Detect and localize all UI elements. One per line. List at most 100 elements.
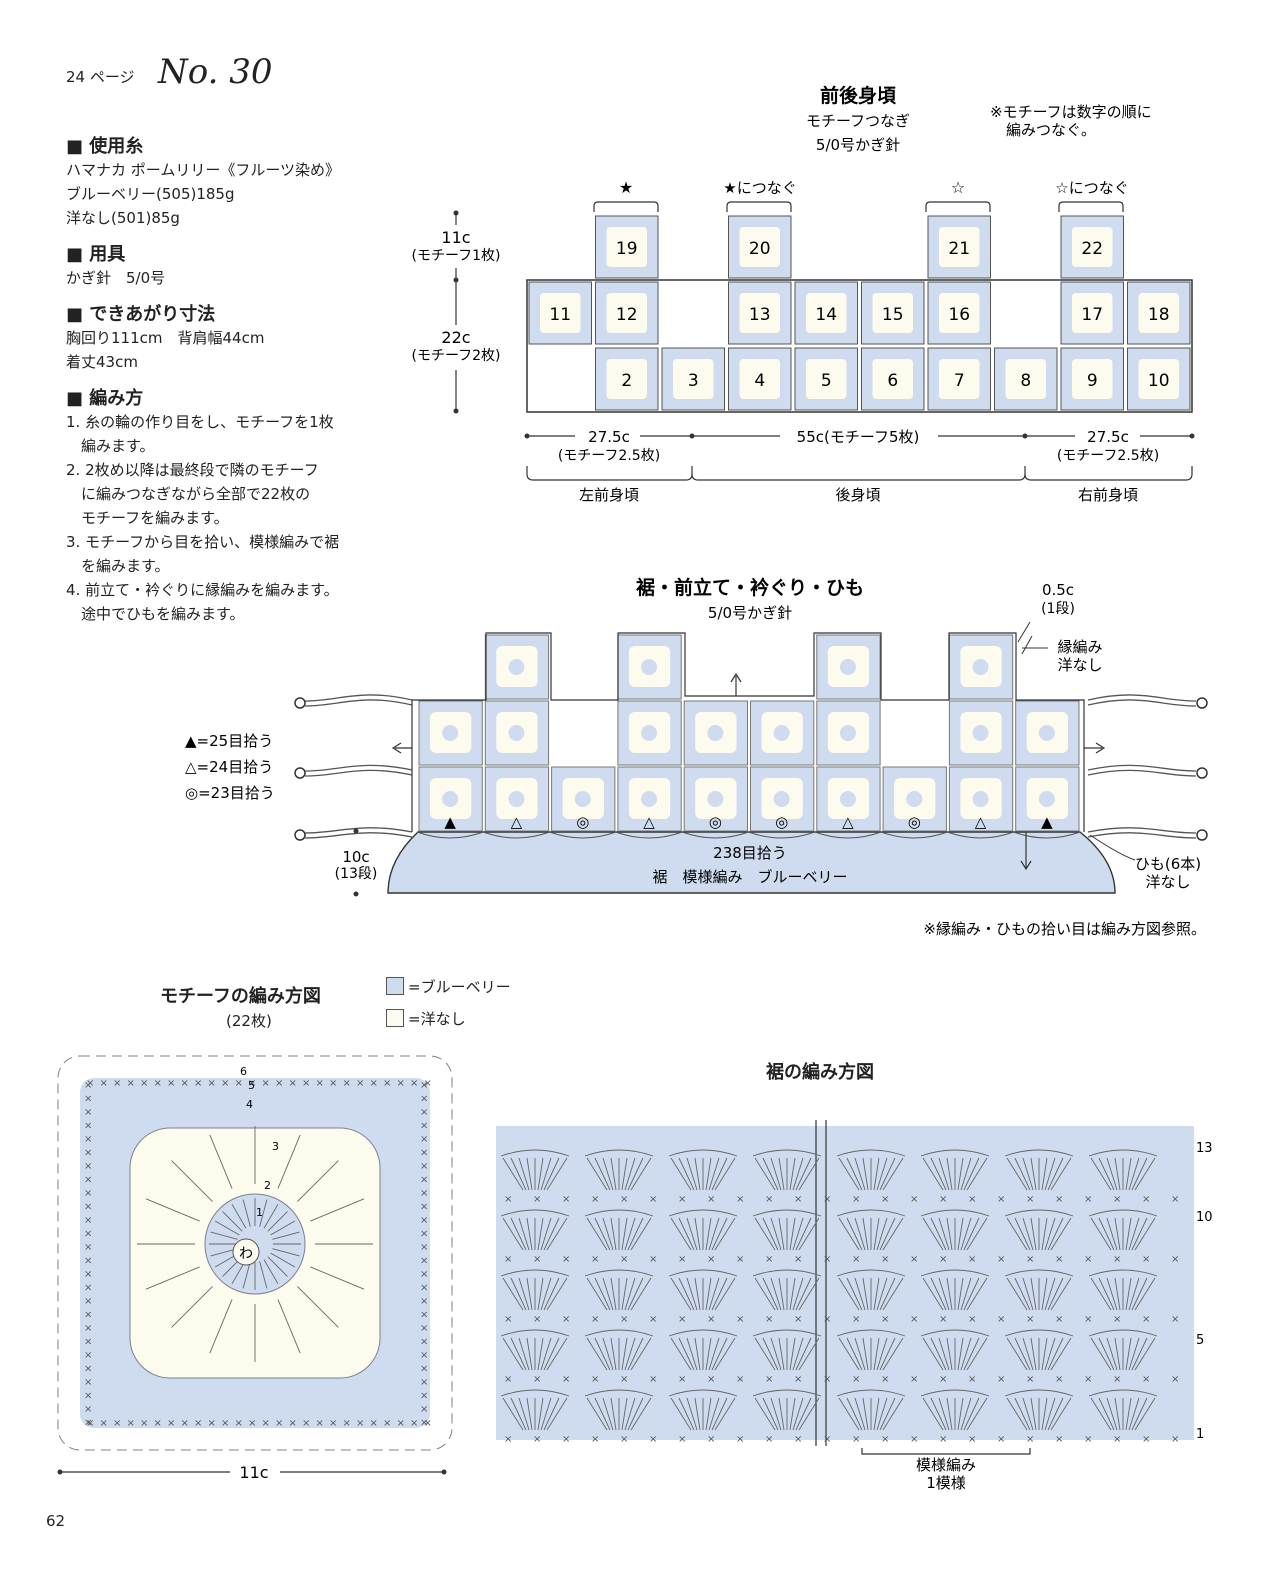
svg-text:×: × xyxy=(794,1314,802,1325)
hem-chart-title: 裾の編み方図 xyxy=(766,1062,874,1083)
svg-text:×: × xyxy=(420,1094,428,1105)
svg-text:×: × xyxy=(84,1377,92,1388)
svg-text:×: × xyxy=(221,1078,229,1089)
motif-number: 4 xyxy=(754,371,765,391)
svg-text:×: × xyxy=(127,1078,135,1089)
svg-text:×: × xyxy=(84,1269,92,1280)
label-back: 後身頃 xyxy=(835,486,880,504)
svg-text:×: × xyxy=(181,1418,189,1429)
svg-text:×: × xyxy=(289,1418,297,1429)
magic-ring xyxy=(232,1238,260,1266)
svg-text:×: × xyxy=(316,1078,324,1089)
svg-text:×: × xyxy=(1113,1434,1121,1445)
round-number: 5 xyxy=(248,1079,255,1092)
motif-cell: 7 xyxy=(927,347,991,411)
svg-text:×: × xyxy=(420,1283,428,1294)
svg-text:×: × xyxy=(420,1242,428,1253)
motif-cell: 19 xyxy=(595,215,659,279)
motif-number: 14 xyxy=(815,305,837,325)
hem-row-number: 5 xyxy=(1196,1333,1204,1348)
svg-text:×: × xyxy=(823,1254,831,1265)
svg-text:×: × xyxy=(591,1374,599,1385)
svg-text:×: × xyxy=(591,1254,599,1265)
motif-cell: 9 xyxy=(1060,347,1124,411)
svg-text:×: × xyxy=(504,1314,512,1325)
blue-swatch xyxy=(386,977,404,995)
method-heading: ■ 編み方 xyxy=(66,388,144,409)
svg-text:×: × xyxy=(968,1314,976,1325)
size-heading: ■ できあがり寸法 xyxy=(66,304,216,325)
hem-band xyxy=(387,831,1116,894)
round-number: 6 xyxy=(240,1065,247,1078)
svg-text:×: × xyxy=(167,1418,175,1429)
svg-text:×: × xyxy=(939,1314,947,1325)
motif-cell: 2 xyxy=(595,347,659,411)
svg-text:×: × xyxy=(997,1314,1005,1325)
svg-text:×: × xyxy=(86,1078,94,1089)
motif-number: 18 xyxy=(1148,305,1170,325)
method-line: 編みます。 xyxy=(66,437,155,455)
motif-number: 10 xyxy=(1148,371,1170,391)
svg-text:×: × xyxy=(562,1374,570,1385)
svg-text:×: × xyxy=(84,1229,92,1240)
svg-text:×: × xyxy=(1055,1314,1063,1325)
svg-text:×: × xyxy=(765,1434,773,1445)
dim-10c: 10c xyxy=(342,848,369,866)
motif-number: 5 xyxy=(821,371,832,391)
svg-text:×: × xyxy=(84,1323,92,1334)
method-line: に編みつなぎながら全部で22枚の xyxy=(66,485,311,503)
round-number: 2 xyxy=(264,1179,271,1192)
hem-motif-cell xyxy=(882,766,947,832)
motif-cell: 13 xyxy=(728,281,792,345)
hem-motif-cell xyxy=(948,766,1014,832)
motif-number: 20 xyxy=(749,239,771,259)
svg-text:×: × xyxy=(620,1434,628,1445)
svg-text:×: × xyxy=(420,1323,428,1334)
motif-chart-title: モチーフの編み方図 xyxy=(160,986,321,1007)
svg-text:×: × xyxy=(370,1078,378,1089)
svg-text:×: × xyxy=(329,1078,337,1089)
dim-right: 27.5c xyxy=(1087,428,1129,446)
method-line: を編みます。 xyxy=(66,557,170,575)
edge-label: 縁編み xyxy=(1057,638,1102,656)
svg-text:×: × xyxy=(420,1391,428,1402)
motif-cell: 10 xyxy=(1127,347,1191,411)
round-number: 4 xyxy=(246,1098,253,1111)
hem-motif-cell xyxy=(683,766,749,832)
star-join-mark: ★につなぐ xyxy=(723,179,796,197)
motif-number: 15 xyxy=(882,305,904,325)
svg-text:×: × xyxy=(852,1434,860,1445)
tools-heading: ■ 用具 xyxy=(66,244,126,265)
svg-text:×: × xyxy=(736,1314,744,1325)
svg-text:×: × xyxy=(881,1194,889,1205)
yarn-line: 洋なし(501)85g xyxy=(66,209,180,227)
pickup-symbol: △ xyxy=(842,813,854,831)
svg-text:×: × xyxy=(1142,1254,1150,1265)
svg-text:×: × xyxy=(1026,1374,1034,1385)
svg-text:×: × xyxy=(678,1314,686,1325)
svg-text:×: × xyxy=(794,1374,802,1385)
dim-05c: 0.5c xyxy=(1042,581,1074,599)
star-mark: ★ xyxy=(619,178,633,197)
svg-text:×: × xyxy=(881,1254,889,1265)
svg-text:×: × xyxy=(221,1418,229,1429)
svg-text:×: × xyxy=(620,1194,628,1205)
ring-label: わ xyxy=(239,1246,253,1262)
svg-text:×: × xyxy=(968,1434,976,1445)
motif-cell: 17 xyxy=(1060,281,1124,345)
svg-text:×: × xyxy=(100,1418,108,1429)
dim-left: 27.5c xyxy=(588,428,630,446)
body-diagram: 前後身頃 モチーフつなぎ 5/0号かぎ針 ※モチーフは数字の順に 編みつなぐ。 … xyxy=(412,84,1195,504)
motif-width-dim: 11c xyxy=(57,1463,447,1482)
svg-text:×: × xyxy=(424,1078,432,1089)
svg-text:×: × xyxy=(707,1314,715,1325)
hem-motif-cell xyxy=(617,766,682,832)
svg-text:×: × xyxy=(420,1377,428,1388)
legend-item: △=24目拾う xyxy=(185,758,273,776)
svg-text:×: × xyxy=(420,1161,428,1172)
cord-label: ひも(6本) xyxy=(1135,855,1201,873)
svg-text:×: × xyxy=(1084,1374,1092,1385)
svg-text:×: × xyxy=(562,1314,570,1325)
motif-number: 21 xyxy=(948,239,970,259)
hem-stitches: ××××××××××××××××××××××××××××××××××××××××… xyxy=(500,1149,1179,1445)
